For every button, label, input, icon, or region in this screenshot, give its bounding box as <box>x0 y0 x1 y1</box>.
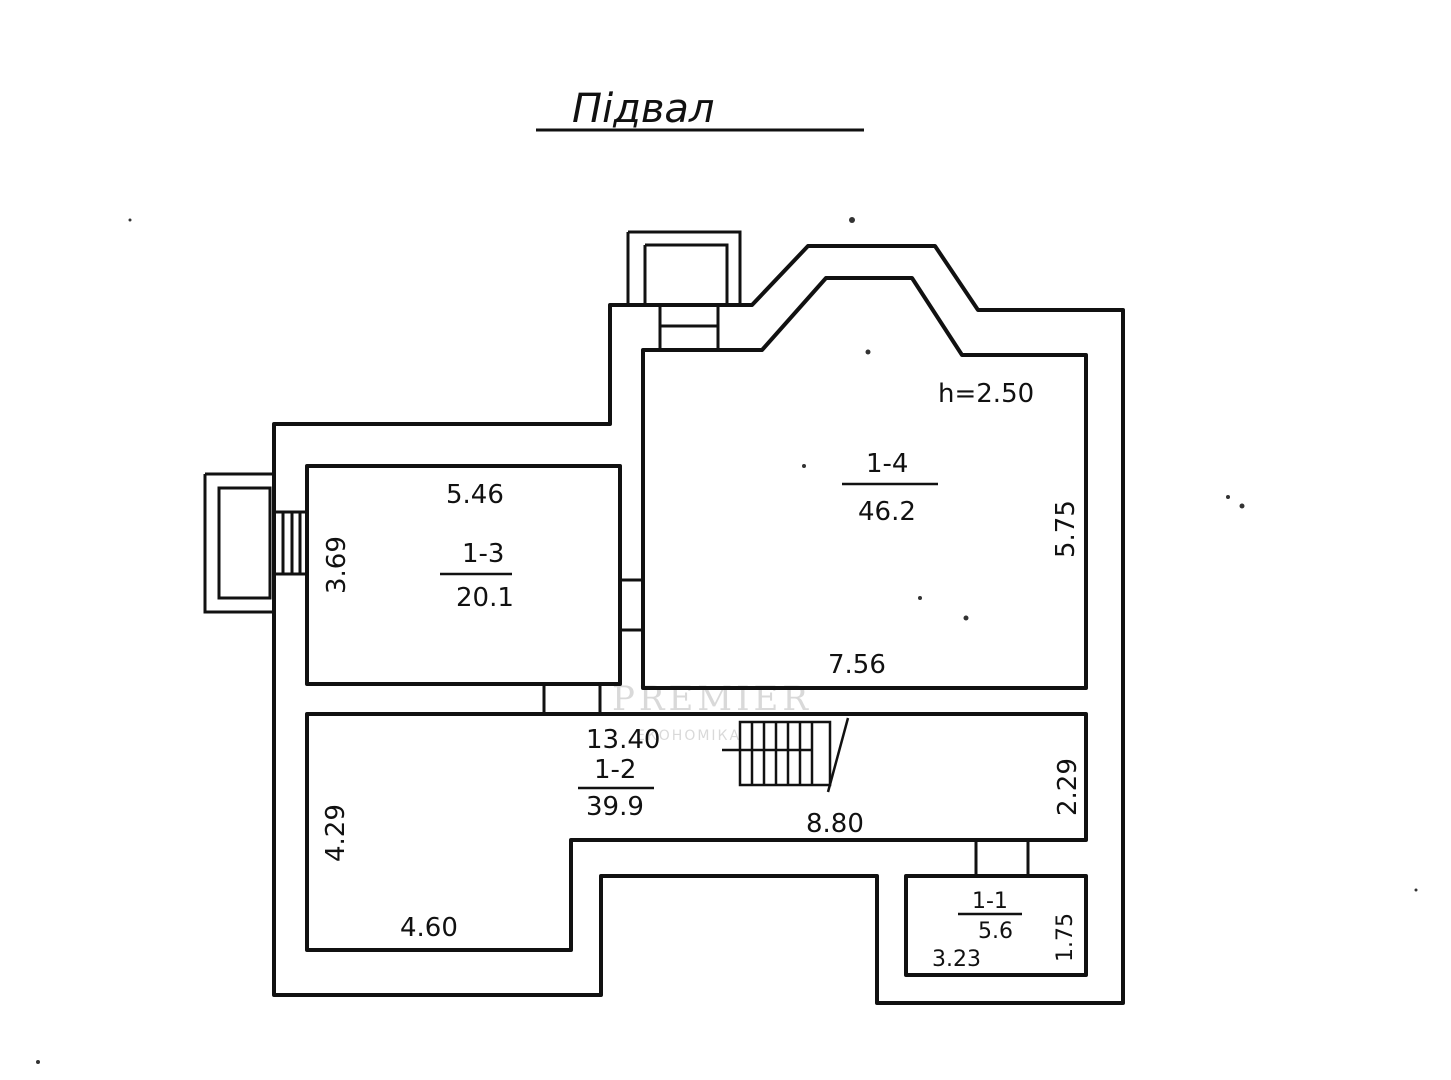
room-1-3-width-dim: 5.46 <box>446 480 504 510</box>
stairs-icon <box>722 717 850 793</box>
top-doorway <box>658 305 720 348</box>
ceiling-height: h=2.50 <box>938 379 1034 409</box>
room-1-2-width-dim: 8.80 <box>806 809 864 839</box>
room-1-3-height-dim: 3.69 <box>322 536 352 594</box>
room-1-1-area: 5.6 <box>978 919 1013 944</box>
scan-speck <box>849 217 855 223</box>
scan-speck <box>963 615 969 621</box>
room-1-3-outline <box>305 464 622 686</box>
scan-speck <box>1226 495 1230 499</box>
room-1-4-width-dim: 7.56 <box>828 650 886 680</box>
left-doorway <box>274 510 307 576</box>
scan-speck <box>1414 888 1418 892</box>
scan-speck <box>865 349 871 355</box>
room-1-2-right-height-dim: 2.29 <box>1053 758 1083 816</box>
room-1-1-outline <box>904 874 1088 977</box>
watermark-tagline: ЕКОНОМІКА <box>636 728 741 744</box>
room-1-2-length-dim: 13.40 <box>586 725 660 755</box>
room-1-4-outline <box>641 276 1088 690</box>
room-1-2-area: 39.9 <box>586 792 644 822</box>
scan-speck <box>36 1060 40 1064</box>
scan-speck <box>1239 503 1245 509</box>
room-1-2-outline <box>305 712 1088 952</box>
room-1-2-bottom-width-dim: 4.60 <box>400 913 458 943</box>
scan-speck <box>128 218 132 222</box>
door-1-3-1-4 <box>620 578 643 632</box>
room-1-4-area: 46.2 <box>858 497 916 527</box>
room-1-1-id: 1-1 <box>972 889 1008 914</box>
room-1-2-left-height-dim: 4.29 <box>321 804 351 862</box>
left-entrance <box>203 472 274 614</box>
door-1-1 <box>974 840 1030 876</box>
door-1-3-1-2 <box>542 684 602 714</box>
room-1-1-height-dim: 1.75 <box>1053 913 1078 962</box>
plan-title: Підвал <box>572 86 715 132</box>
scan-speck <box>802 464 806 468</box>
outer-wall <box>272 244 1125 1005</box>
room-1-3-id: 1-3 <box>462 539 504 569</box>
room-1-4-id: 1-4 <box>866 449 908 479</box>
top-entrance <box>626 230 742 305</box>
room-1-3-area: 20.1 <box>456 583 514 613</box>
room-1-1-width-dim: 3.23 <box>932 947 981 972</box>
scan-speck <box>918 596 922 600</box>
room-1-2-id: 1-2 <box>594 755 636 785</box>
room-1-4-height-dim: 5.75 <box>1051 500 1081 558</box>
